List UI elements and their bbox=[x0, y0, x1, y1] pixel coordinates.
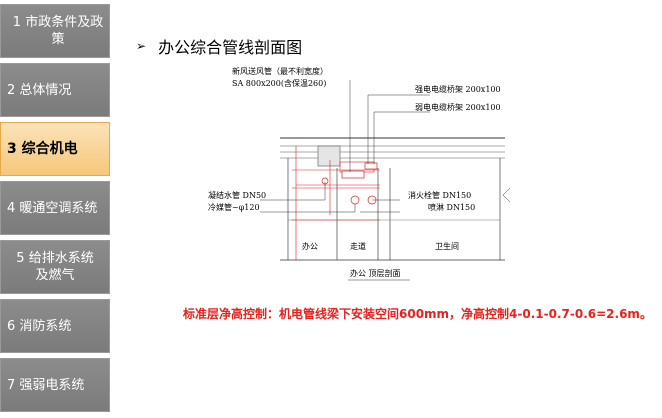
page-title: ➢ 办公综合管线剖面图 bbox=[136, 34, 302, 58]
page-title-text: 办公综合管线剖面图 bbox=[158, 38, 303, 57]
sidebar-item-label-2: 及燃气 bbox=[35, 268, 75, 283]
label-sprinkler: 喷淋 DN150 bbox=[428, 202, 475, 212]
label-condensate: 凝结水管 DN50 bbox=[208, 190, 266, 200]
sidebar-item-mep[interactable]: 3 综合机电 bbox=[0, 122, 110, 176]
sidebar-item-label: 7 强弱电系统 bbox=[7, 377, 85, 393]
label-weak-tray: 弱电电缆桥架 200x100 bbox=[415, 102, 501, 112]
label-office: 办公 bbox=[302, 241, 318, 251]
fresh-air-duct bbox=[341, 170, 365, 179]
sidebar-item-label: 1 市政条件及政策 bbox=[12, 15, 104, 47]
clearance-conclusion: 标准层净高控制：机电管线梁下安装空间600mm，净高控制4-0.1-0.7-0.… bbox=[183, 307, 652, 321]
label-refrigerant: 冷媒管~φ120 bbox=[208, 202, 260, 212]
sidebar-item-plumbing[interactable]: 5 给排水系统 及燃气 bbox=[0, 240, 110, 294]
sidebar-item-overview[interactable]: 2 总体情况 bbox=[0, 63, 110, 117]
sidebar-item-label: 5 给排水系统 bbox=[16, 251, 94, 266]
arrow-bullet-icon: ➢ bbox=[136, 39, 147, 53]
sidebar-item-label: 6 消防系统 bbox=[7, 318, 72, 334]
pipeline-section-drawing: 新风送风管（最不利宽度） SA 800x200(含保温260) 强电电缆桥架 2… bbox=[208, 66, 511, 281]
sidebar-item-label: 3 综合机电 bbox=[7, 140, 78, 157]
sidebar-item-municipal[interactable]: 1 市政条件及政策 bbox=[0, 4, 110, 58]
sidebar-item-label: 4 暖通空调系统 bbox=[7, 200, 98, 216]
label-restroom: 卫生间 bbox=[435, 241, 459, 251]
sidebar-item-electrical[interactable]: 7 强弱电系统 bbox=[0, 358, 110, 412]
drawing-caption: 办公 顶层剖面 bbox=[350, 268, 401, 278]
label-hydrant: 消火栓管 DN150 bbox=[408, 190, 471, 200]
pipe-circle bbox=[350, 195, 360, 205]
label-fresh-air: 新风送风管（最不利宽度） bbox=[232, 66, 328, 76]
sidebar-item-fire[interactable]: 6 消防系统 bbox=[0, 299, 110, 353]
cable-tray bbox=[364, 162, 378, 170]
label-fresh-air-size: SA 800x200(含保温260) bbox=[232, 78, 326, 88]
label-corridor: 走道 bbox=[350, 241, 366, 251]
sidebar-item-hvac[interactable]: 4 暖通空调系统 bbox=[0, 181, 110, 235]
sidebar-nav: 1 市政条件及政策 2 总体情况 3 综合机电 4 暖通空调系统 5 给排水系统… bbox=[0, 0, 112, 418]
sidebar-item-label: 2 总体情况 bbox=[7, 82, 72, 98]
label-strong-tray: 强电电缆桥架 200x100 bbox=[415, 84, 501, 94]
